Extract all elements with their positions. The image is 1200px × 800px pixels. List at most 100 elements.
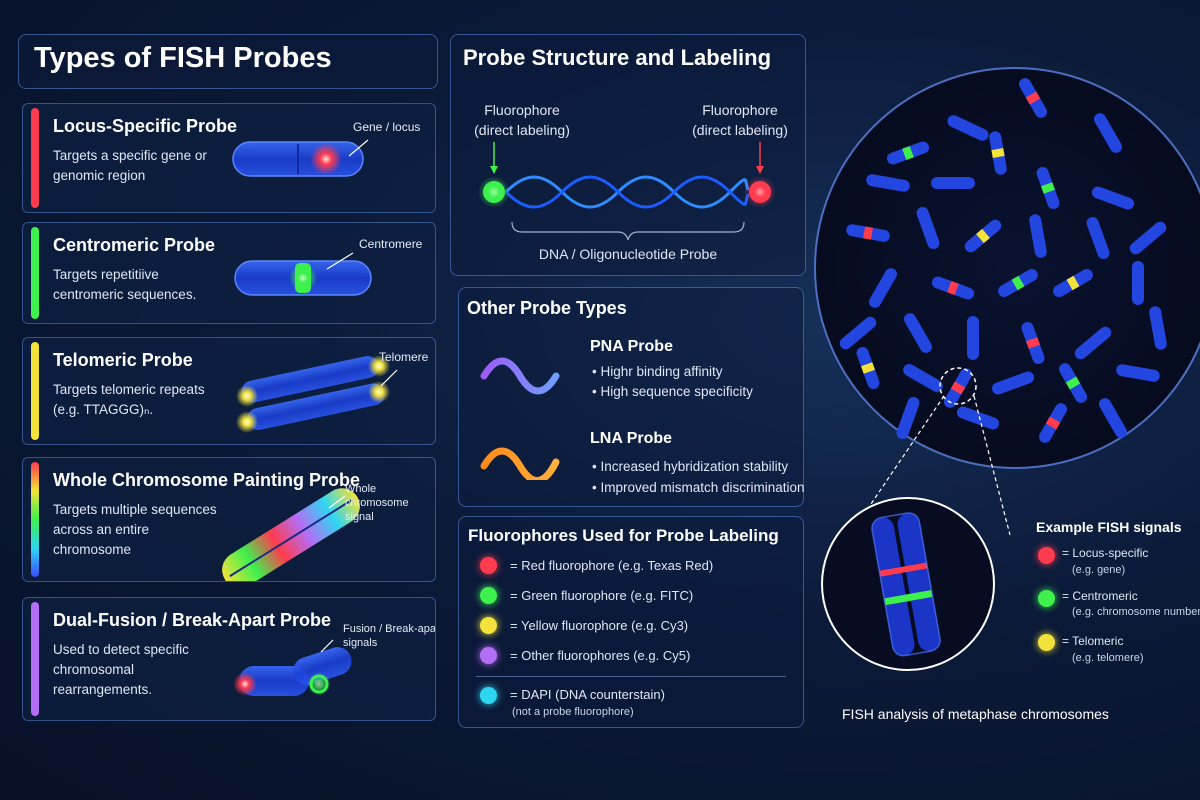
spread-chromosome bbox=[1129, 221, 1167, 255]
spread-chromosome bbox=[904, 313, 933, 353]
pna-bullet-2-text: High sequence specificity bbox=[600, 384, 753, 399]
micro-caption: FISH analysis of metaphase chromosomes bbox=[842, 706, 1109, 722]
spread-chromosome bbox=[1039, 403, 1067, 443]
card-title: Locus-Specific Probe bbox=[53, 116, 238, 136]
metaphase-spread-image bbox=[814, 67, 1200, 469]
spread-chromosome bbox=[1029, 214, 1047, 258]
lna-bullet-2: • Improved mismatch discrimination bbox=[592, 480, 805, 495]
right-fluorophore-label: Fluorophore bbox=[702, 102, 778, 118]
legend-telomeric-label: = Telomeric bbox=[1062, 634, 1124, 648]
card-desc: Targets multiple sequences across an ent… bbox=[53, 502, 217, 557]
types-panel bbox=[18, 34, 438, 89]
card-telomeric: Telomeric Probe Targets telomeric repeat… bbox=[22, 337, 436, 445]
other-probes-title: Other Probe Types bbox=[467, 298, 627, 318]
lna-bullet-1-text: Increased hybridization stability bbox=[600, 459, 789, 474]
left-fluorophore-sub: (direct labeling) bbox=[474, 122, 570, 138]
dapi-sub: (not a probe fluorophore) bbox=[512, 706, 634, 718]
telomere-chromosome-icon bbox=[236, 355, 398, 433]
green-fluorophore-label: = Green fluorophore (e.g. FITC) bbox=[510, 588, 694, 603]
spread-chromosome bbox=[1059, 363, 1087, 403]
card-label: Fusion / Break-apart signals bbox=[343, 623, 436, 649]
spread-chromosome bbox=[989, 131, 1007, 175]
fluorophores-divider bbox=[476, 676, 786, 677]
card-title: Dual-Fusion / Break-Apart Probe bbox=[53, 610, 332, 630]
lna-probe-title: LNA Probe bbox=[590, 430, 673, 447]
spread-chromosome bbox=[931, 276, 975, 300]
lna-bullet-1: • Increased hybridization stability bbox=[592, 459, 789, 474]
pna-bullet-2: • High sequence specificity bbox=[592, 384, 753, 399]
card-color-bar bbox=[31, 108, 39, 208]
structure-panel bbox=[450, 34, 806, 276]
painted-chromosome-icon bbox=[222, 488, 360, 581]
other-probes-panel bbox=[458, 287, 804, 507]
card-title: Whole Chromosome Painting Probe bbox=[53, 470, 361, 490]
card-title: Telomeric Probe bbox=[53, 350, 193, 370]
card-dual-fusion: Dual-Fusion / Break-Apart Probe Used to … bbox=[22, 597, 436, 721]
card-whole-chromosome: Whole Chromosome Painting Probe Targets … bbox=[22, 457, 436, 582]
left-fluorophore-label: Fluorophore bbox=[484, 102, 560, 118]
spread-chromosome bbox=[1149, 306, 1167, 350]
yellow-fluorophore-label: = Yellow fluorophore (e.g. Cy3) bbox=[510, 618, 689, 633]
pna-bullet-1: • Highr binding affinity bbox=[592, 364, 723, 379]
spread-chromosome bbox=[1021, 321, 1045, 365]
spread-chromosome bbox=[998, 269, 1038, 297]
centromere-chromosome-icon bbox=[234, 252, 372, 296]
legend-title: Example FISH signals bbox=[1036, 519, 1182, 535]
dapi-dot bbox=[480, 687, 497, 704]
card-color-bar bbox=[31, 462, 39, 577]
other-fluorophore-label: = Other fluorophores (e.g. Cy5) bbox=[510, 648, 691, 663]
legend-red-dot bbox=[1038, 547, 1055, 564]
card-title: Centromeric Probe bbox=[53, 235, 216, 255]
card-centromeric: Centromeric Probe Targets repetitiive ce… bbox=[22, 222, 436, 324]
spread-chromosome bbox=[967, 316, 979, 360]
spread-chromosome bbox=[947, 115, 989, 141]
fluorophores-panel bbox=[458, 516, 804, 728]
dna-probe-diagram bbox=[478, 142, 776, 241]
legend-telomeric-sub: (e.g. telomere) bbox=[1072, 652, 1144, 664]
legend-yellow-dot bbox=[1038, 634, 1055, 651]
fluorophores-title: Fluorophores Used for Probe Labeling bbox=[468, 526, 779, 545]
spread-chromosome bbox=[916, 206, 940, 250]
card-locus-specific: Locus-Specific Probe Targets a specific … bbox=[22, 103, 436, 213]
spread-chromosome bbox=[991, 371, 1035, 395]
legend-centromeric-sub: (e.g. chromosome number) bbox=[1072, 606, 1200, 618]
card-label: Whole chromosome signal bbox=[345, 483, 409, 523]
spread-chromosome bbox=[1074, 326, 1112, 360]
spread-chromosome bbox=[866, 174, 910, 192]
spread-chromosome bbox=[869, 268, 897, 308]
spread-chromosome bbox=[903, 364, 943, 392]
spread-chromosome bbox=[1091, 186, 1135, 210]
card-desc: Targets a specific gene or genomic regio… bbox=[53, 148, 207, 183]
spread-chromosome bbox=[856, 346, 880, 390]
locus-chromosome-icon bbox=[232, 139, 369, 177]
pna-probe-title: PNA Probe bbox=[590, 338, 673, 355]
card-label: Gene / locus bbox=[353, 120, 421, 134]
card-color-bar bbox=[31, 227, 39, 319]
spread-chromosome bbox=[931, 177, 975, 189]
spread-chromosome bbox=[839, 316, 877, 350]
red-fluorophore-label: = Red fluorophore (e.g. Texas Red) bbox=[510, 558, 714, 573]
spread-chromosome bbox=[1099, 398, 1127, 438]
spread-chromosome bbox=[1019, 78, 1047, 118]
card-desc: Targets telomeric repeats (e.g. TTAGGG)ₙ… bbox=[53, 382, 205, 417]
spread-chromosome bbox=[1036, 166, 1060, 210]
spread-chromosome bbox=[1116, 364, 1160, 382]
spread-chromosome bbox=[964, 219, 1002, 253]
spread-chromosome bbox=[1086, 216, 1110, 260]
types-panel-title: Types of FISH Probes bbox=[34, 42, 332, 74]
card-desc: Used to detect specific chromosomal rear… bbox=[53, 642, 189, 697]
lna-bullet-2-text: Improved mismatch discrimination bbox=[600, 480, 805, 495]
spread-chromosome bbox=[886, 141, 930, 165]
legend-locus-label: = Locus-specific bbox=[1062, 546, 1149, 560]
card-color-bar bbox=[31, 342, 39, 440]
structure-panel-title: Probe Structure and Labeling bbox=[463, 45, 772, 70]
card-color-bar bbox=[31, 602, 39, 716]
fusion-chromosome-icon bbox=[233, 639, 352, 696]
card-label: Centromere bbox=[359, 237, 423, 251]
pna-probe-icon bbox=[480, 357, 560, 395]
spread-chromosome bbox=[1053, 269, 1093, 297]
lna-probe-icon bbox=[480, 447, 560, 480]
card-label: Telomere bbox=[379, 350, 429, 364]
spread-chromosome bbox=[944, 368, 972, 408]
spread-chromosome bbox=[1094, 113, 1122, 153]
